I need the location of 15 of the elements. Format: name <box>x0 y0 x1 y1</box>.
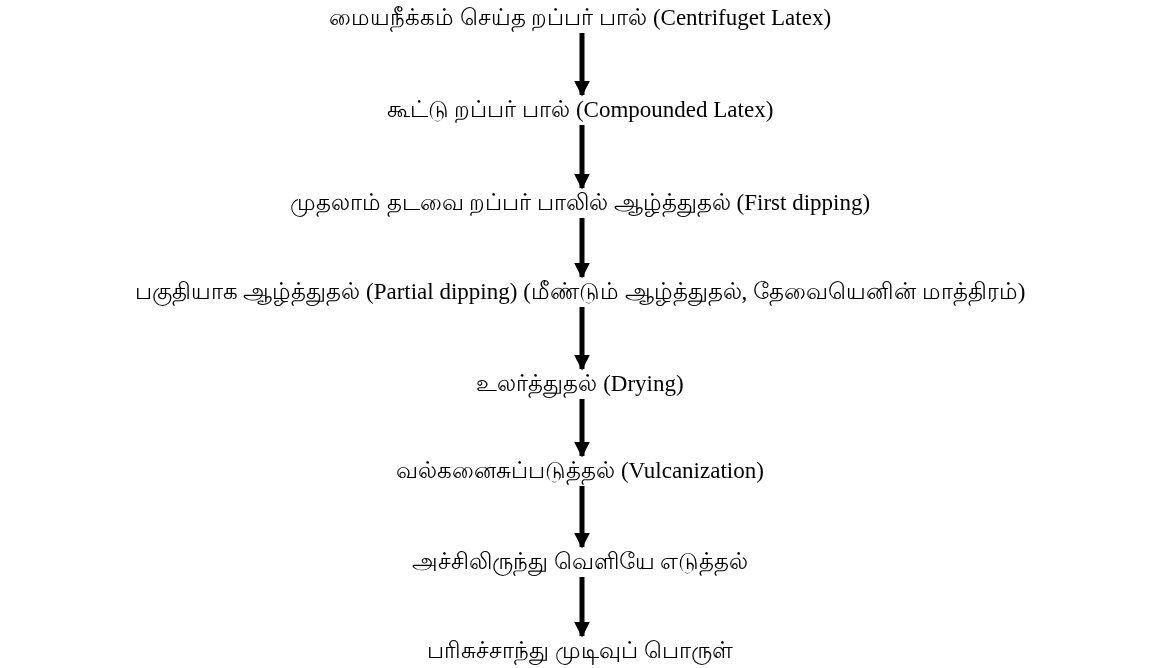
process-step-text: வல்கனைசுப்படுத்தல் (Vulcanization) <box>396 457 764 485</box>
process-step-text: பகுதியாக ஆழ்த்துதல் (Partial dipping) (மீண்டும் ஆழ்த்துதல், தேவையெனின் மாத்திரம்) <box>134 278 1026 306</box>
process-step-text: கூட்டு றப்பர் பால் (Compounded Latex) <box>386 96 774 124</box>
arrow <box>574 486 590 549</box>
process-step-text: மையநீக்கம் செய்த றப்பர் பால் (Centrifuget Latex) <box>328 4 832 32</box>
arrow <box>574 218 590 279</box>
process-step-text: பரிசுச்சாந்து முடிவுப் பொருள் <box>427 637 733 665</box>
arrow <box>574 125 590 190</box>
process-step-text: உலர்த்துதல் (Drying) <box>476 370 684 398</box>
process-step-text: முதலாம் தடவை றப்பர் பாலில் ஆழ்த்துதல் (First dipping) <box>289 189 871 217</box>
arrow <box>574 33 590 97</box>
process-step-text: அச்சிலிருந்து வெளியே எடுத்தல் <box>411 548 749 576</box>
arrow <box>574 577 590 638</box>
arrow <box>574 399 590 458</box>
arrow <box>574 307 590 371</box>
